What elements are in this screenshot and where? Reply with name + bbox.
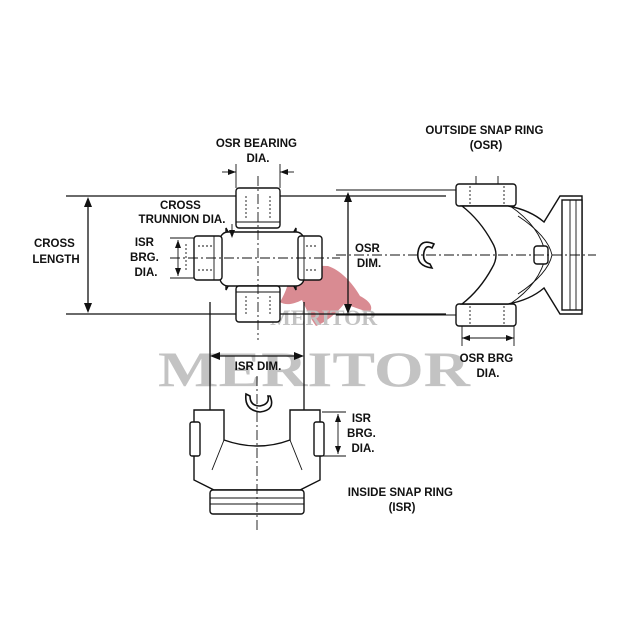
label-inside-snap-ring: INSIDE SNAP RING (ISR) [348, 487, 456, 514]
label-cross-length: CROSS LENGTH [32, 238, 79, 266]
isr-snap-ring-icon [244, 392, 273, 413]
logo-small-text: MERITOR [270, 305, 378, 330]
cross-spider [170, 176, 340, 340]
label-outside-snap-ring: OUTSIDE SNAP RING (OSR) [425, 125, 546, 152]
inside-snap-ring-yoke [189, 302, 325, 530]
label-isr-brg-dia-right: ISR BRG. DIA. [347, 413, 379, 455]
logo-large-text: MERITOR [158, 341, 471, 397]
label-isr-dim: ISR DIM. [235, 361, 282, 373]
outside-snap-ring-yoke [336, 183, 596, 327]
label-osr-brg-dia: OSR BRG DIA. [460, 353, 517, 380]
label-osr-dim: OSR DIM. [355, 243, 383, 270]
label-cross-trunnion: CROSS TRUNNION DIA. [139, 200, 226, 226]
label-osr-bearing: OSR BEARING DIA. [216, 138, 300, 165]
osr-snap-ring-icon [416, 241, 436, 269]
label-isr-brg-dia-left: ISR BRG. DIA. [130, 237, 162, 279]
